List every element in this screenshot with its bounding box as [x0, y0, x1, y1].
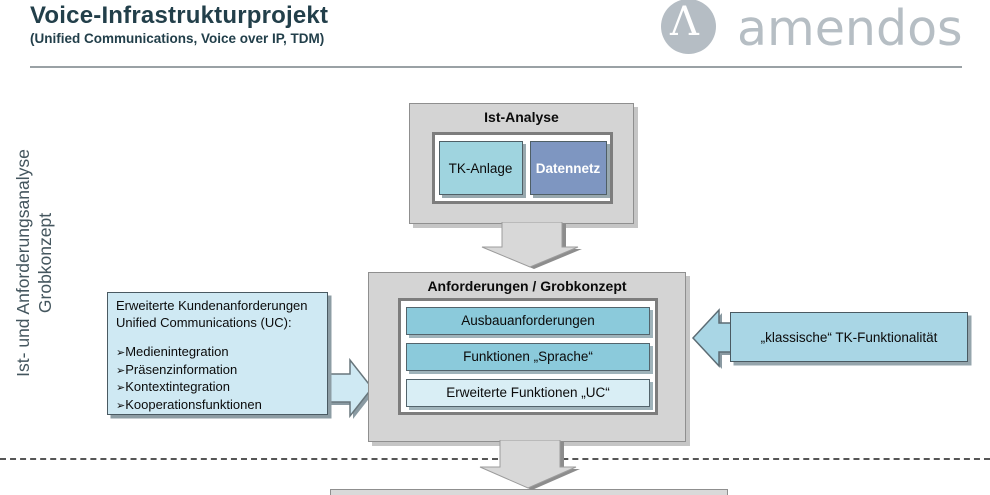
bullet-item: ➢Präsenzinformation: [116, 361, 238, 377]
bullet-item: ➢Medienintegration: [116, 344, 229, 359]
header-divider: [30, 66, 962, 68]
arrow-down-icon: [481, 222, 582, 269]
note-line1: Erweiterte Kundenanforderungen: [116, 298, 308, 313]
page-title: Voice-Infrastrukturprojekt: [30, 2, 329, 29]
phase-label-line2: Grobkonzept: [35, 212, 55, 314]
funktionen-sprache-bar: Funktionen „Sprache“: [406, 343, 650, 371]
tk-functionality-note: „klassische“ TK-Funktionalität: [730, 312, 968, 362]
anforderungen-title: Anforderungen / Grobkonzept: [427, 278, 627, 294]
datennetz-box: Datennetz: [529, 141, 607, 195]
ist-analyse-frame: TK-Anlage Datennetz: [432, 132, 613, 204]
note-spacer: [116, 331, 323, 344]
ist-analyse-box: Ist-Analyse TK-Anlage Datennetz: [409, 103, 634, 224]
logo-text: amendos: [737, 0, 963, 57]
phase-label-line1: Ist- und Anforderungsanalyse: [13, 149, 33, 377]
bullet-arrow-icon: ➢: [116, 399, 126, 412]
ausbauanforderungen-bar: Ausbauanforderungen: [406, 307, 650, 335]
erweiterte-funktionen-uc-bar: Erweiterte Funktionen „UC“: [406, 379, 650, 407]
bullet-item: ➢Kooperationsfunktionen: [116, 396, 262, 412]
bullet-arrow-icon: ➢: [116, 382, 126, 394]
phase-label: Ist- und Anforderungsanalyse Grobkonzept: [12, 93, 56, 433]
anforderungen-frame: Ausbauanforderungen Funktionen „Sprache“…: [398, 298, 658, 415]
ist-analyse-title: Ist-Analyse: [484, 109, 559, 125]
bullet-item: ➢Kontextintegration: [116, 379, 231, 394]
page-subtitle: (Unified Communications, Voice over IP, …: [30, 31, 325, 46]
arrow-down-icon: [479, 440, 580, 490]
amendos-logo-icon: Λ: [661, 0, 716, 54]
tk-functionality-label: „klassische“ TK-Funktionalität: [760, 329, 938, 345]
note-line2: Unified Communications (UC):: [116, 314, 292, 330]
bullet-arrow-icon: ➢: [116, 347, 126, 359]
anforderungen-box: Anforderungen / Grobkonzept Ausbauanford…: [368, 272, 686, 442]
lambda-icon: Λ: [670, 0, 699, 45]
tk-anlage-box: TK-Anlage: [438, 141, 523, 195]
phase-divider-dashed-line: [0, 458, 990, 460]
next-phase-box-partial: [330, 489, 728, 495]
bullet-arrow-icon: ➢: [116, 364, 126, 377]
customer-requirements-note: Erweiterte Kundenanforderungen Unified C…: [107, 292, 328, 415]
